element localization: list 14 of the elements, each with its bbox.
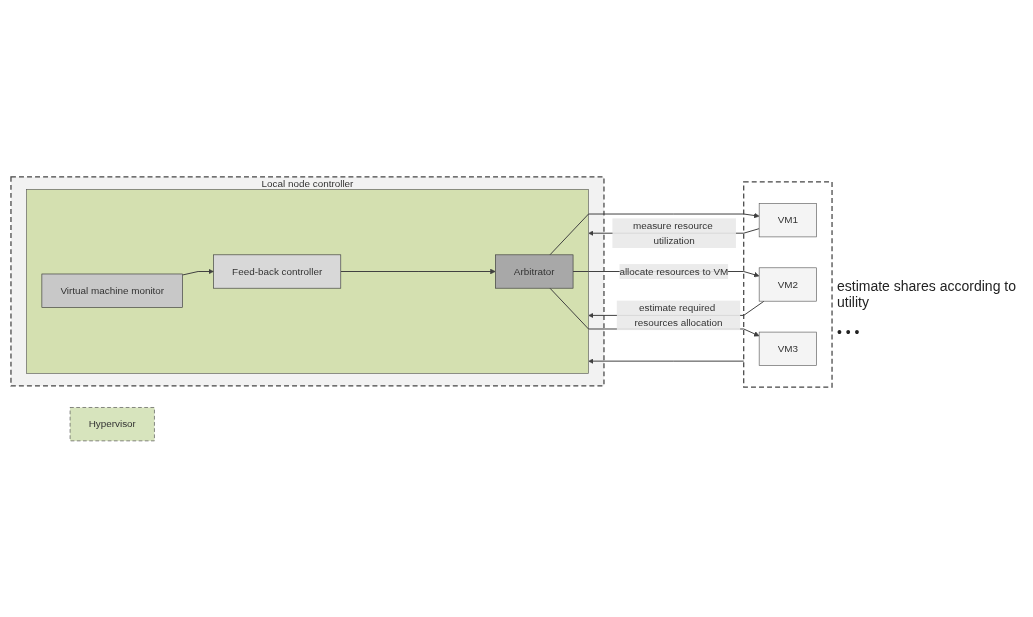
node-box: VM3 [758,331,817,366]
edge-label: allocate resources to VM [619,265,729,277]
node-box: Feed-back controller [213,254,342,289]
note-text: • • • [837,323,861,340]
node-box: Virtual machine monitor [41,273,183,308]
note-text: estimate shares according to utility [837,277,1017,310]
cluster [743,180,833,388]
node-box: VM2 [758,267,817,302]
cluster [26,188,589,374]
edge-label: estimate required resources allocation [634,302,723,328]
edge-label: measure resource utilization [632,219,713,246]
node-box: Hypervisor [69,406,155,441]
node-box: VM1 [758,202,817,237]
node-box: Arbitrator [495,254,574,289]
